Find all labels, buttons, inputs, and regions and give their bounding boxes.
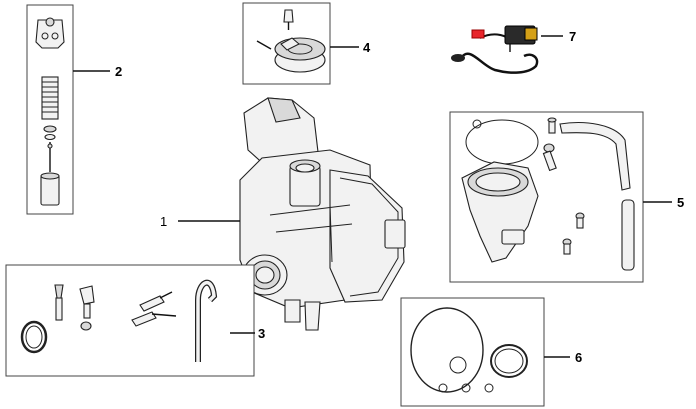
choke-plunger — [524, 27, 538, 41]
float-pin — [256, 40, 272, 50]
auto-choke — [451, 25, 539, 74]
drain-hose — [559, 122, 635, 271]
part-group-6: 6 — [400, 297, 582, 407]
pilot-screw-b — [131, 311, 177, 327]
choke-cylinder — [289, 159, 321, 207]
callout-3: 3 — [258, 326, 265, 341]
slide-cap — [35, 17, 65, 49]
bowl-o-ring-large — [410, 307, 484, 393]
screw-b — [562, 238, 572, 255]
needle-jet — [79, 285, 95, 331]
part-group-1: 1 — [160, 97, 406, 331]
main-jet — [54, 284, 64, 321]
screw-a — [575, 212, 585, 229]
spring — [41, 76, 59, 120]
vent-hose — [195, 279, 218, 362]
part-group-3: 3 — [5, 264, 265, 377]
box-part-6 — [400, 297, 545, 407]
o-ring-large — [20, 320, 48, 354]
float — [274, 37, 326, 73]
drain-screw — [542, 143, 557, 172]
bowl-screw — [547, 117, 557, 134]
part-group-4: 4 — [242, 2, 371, 85]
jet-needle — [47, 142, 53, 172]
o-ring-medium — [490, 344, 528, 378]
needle-clip — [43, 125, 57, 141]
choke-connector-red — [471, 29, 485, 39]
box-part-3 — [5, 264, 255, 377]
part-group-5: 5 — [449, 111, 684, 283]
callout-4: 4 — [363, 40, 371, 55]
float-bowl — [461, 161, 539, 263]
callout-6: 6 — [575, 350, 582, 365]
o-ring-small-set — [438, 383, 494, 393]
carburetor-body — [239, 97, 406, 331]
callout-5: 5 — [677, 195, 684, 210]
throttle-slide — [40, 172, 60, 206]
callout-1: 1 — [160, 214, 167, 229]
callout-2: 2 — [115, 64, 122, 79]
pilot-screw-a — [139, 291, 173, 312]
part-group-2: 2 — [26, 4, 122, 215]
part-group-7: 7 — [451, 25, 576, 74]
float-valve — [283, 9, 294, 30]
callout-7: 7 — [569, 29, 576, 44]
